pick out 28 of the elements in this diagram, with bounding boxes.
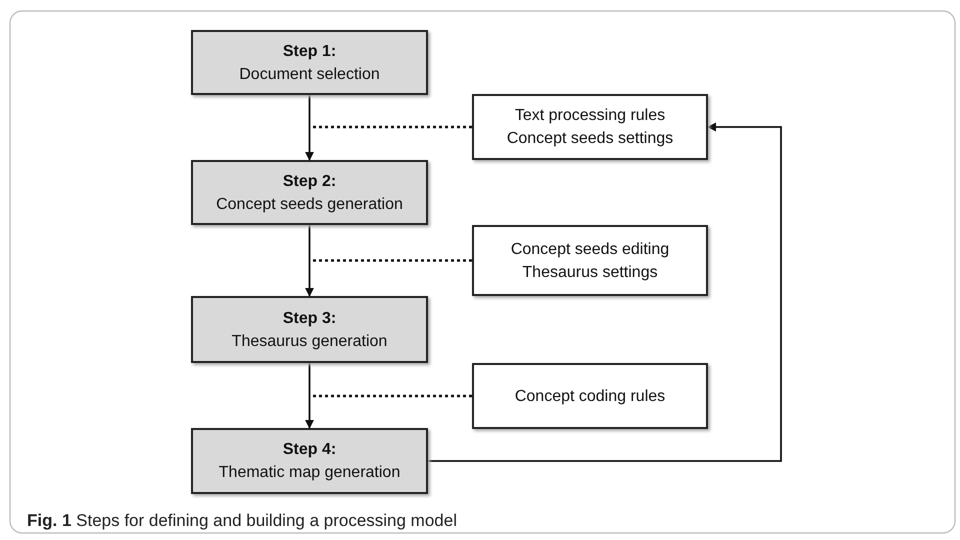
arrow <box>305 363 314 429</box>
process-box <box>191 160 428 225</box>
arrow <box>305 95 314 161</box>
box-text: Document selection <box>239 64 380 84</box>
figure-caption: Fig. 1 Steps for defining and building a processing model <box>27 511 457 531</box>
arrow <box>305 225 314 297</box>
box-text: Thesaurus generation <box>232 332 388 352</box>
arrow <box>428 122 782 462</box>
note-box <box>472 225 708 296</box>
box-text: Thematic map generation <box>218 463 400 483</box>
note-box <box>472 363 708 429</box>
box-text: Concept coding rules <box>514 386 666 406</box>
box-text: Concept seeds settings <box>506 129 674 149</box>
note-box <box>472 94 708 160</box>
box-text: Concept seeds generation <box>216 194 403 214</box>
process-box <box>191 428 428 494</box>
box-text: Concept seeds editing <box>510 240 670 260</box>
box-text: Text processing rules <box>514 106 666 126</box>
step-heading: Step 1: <box>282 42 336 62</box>
step-heading: Step 2: <box>282 172 336 192</box>
dotted-connector <box>310 394 472 398</box>
process-box <box>191 296 428 363</box>
dotted-connector <box>310 259 472 262</box>
step-heading: Step 4: <box>282 440 336 460</box>
process-box <box>191 30 428 95</box>
dotted-connector <box>310 126 472 128</box>
step-heading: Step 3: <box>282 308 336 328</box>
box-text: Thesaurus settings <box>522 262 658 282</box>
